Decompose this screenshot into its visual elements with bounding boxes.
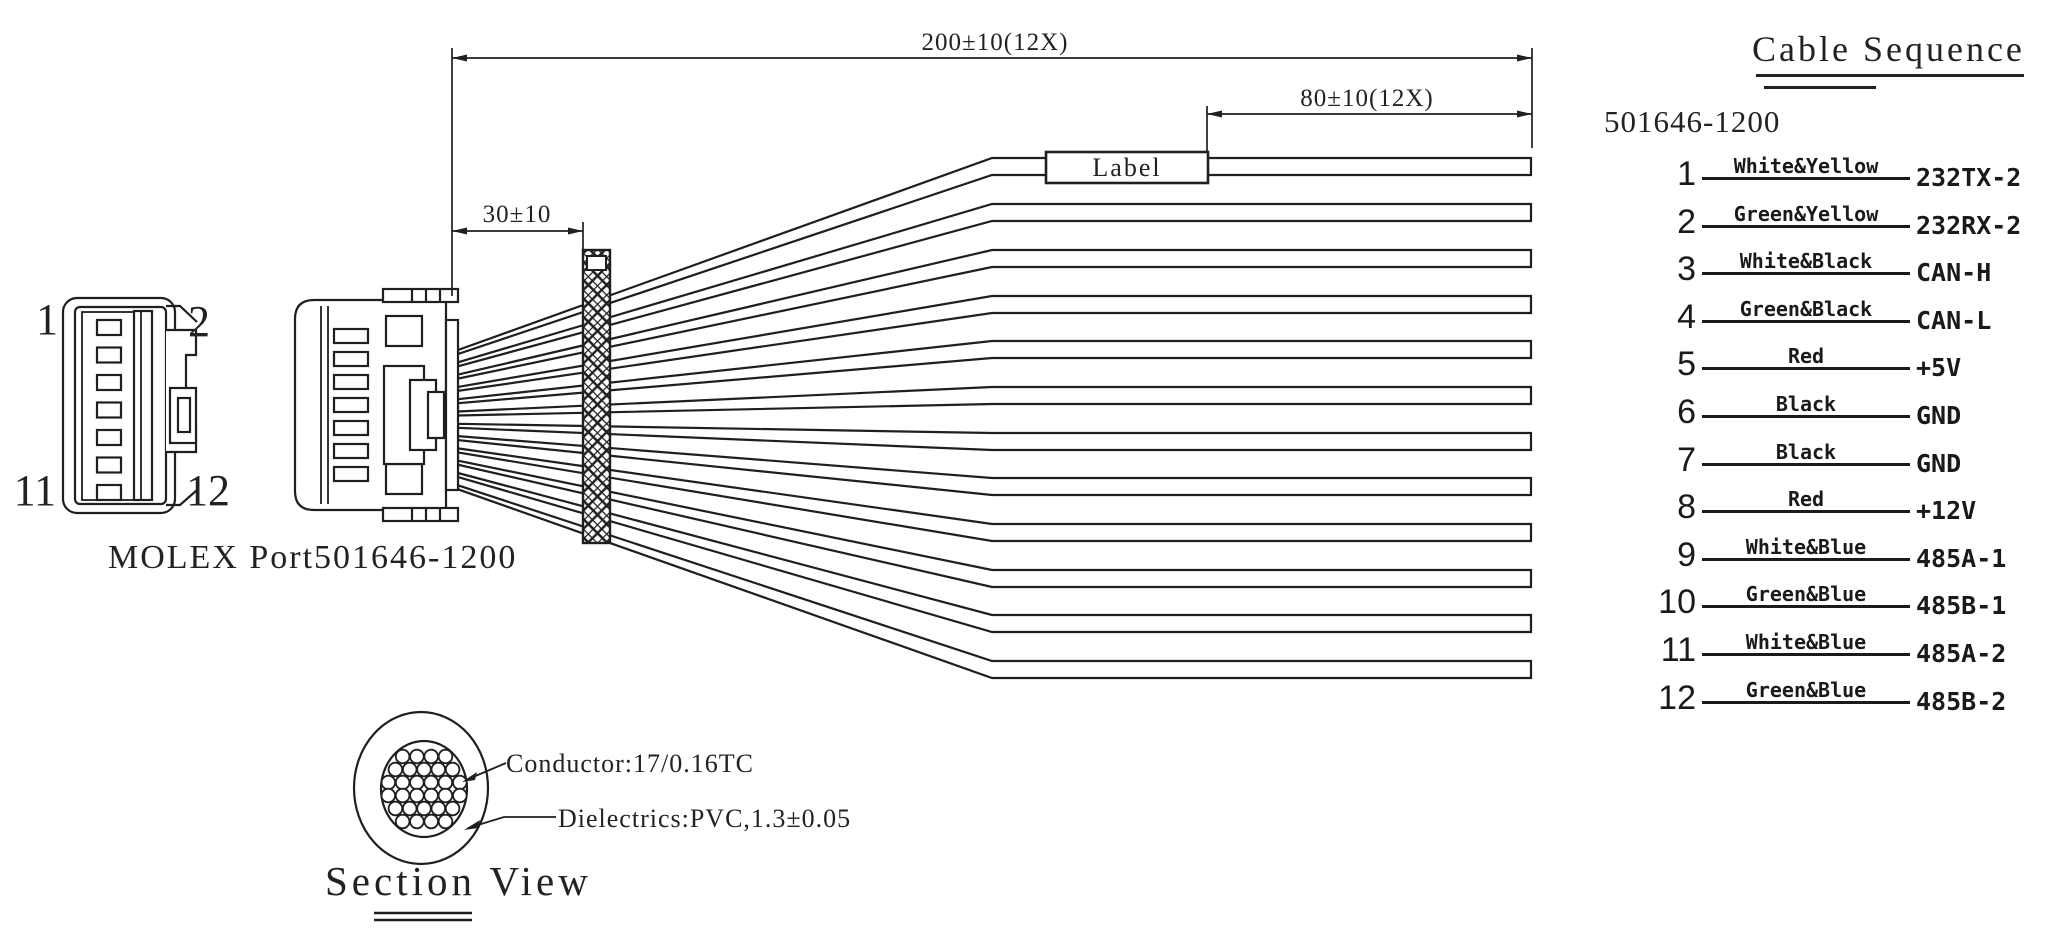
dimension-lines [451, 48, 1533, 296]
strand-circle [423, 813, 439, 830]
strand-circle [387, 761, 404, 778]
pin-label-2: 2 [188, 297, 210, 346]
strand-circle [380, 774, 397, 791]
strand-circle [416, 761, 432, 778]
strand-circle [437, 813, 454, 830]
strand-circle [394, 748, 411, 765]
wire-6 [456, 385, 1533, 417]
strand-circle [437, 748, 454, 765]
label-box-text: Label [1092, 153, 1161, 182]
connector-caption: MOLEX Port501646-1200 [108, 539, 517, 576]
strand-circle [409, 748, 425, 765]
strand-circle [402, 761, 418, 778]
strand-circle [437, 787, 454, 804]
conductor-note: Conductor:17/0.16TC [506, 749, 754, 778]
strand-circle [430, 800, 447, 817]
section-view-title: Section View [325, 858, 592, 904]
connector-front-view [61, 296, 198, 515]
pin-label-11: 11 [14, 466, 56, 515]
strand-circle [430, 761, 447, 778]
wire-fan [456, 156, 1533, 680]
strand-circle [394, 787, 411, 804]
strand-circle [402, 800, 418, 817]
strand-circle [423, 748, 439, 765]
section-view: Conductor:17/0.16TC Dielectrics:PVC,1.3±… [325, 710, 851, 922]
strand-circle [444, 761, 461, 778]
strand-circle [409, 787, 425, 804]
strand-circle [380, 787, 397, 804]
mesh-band [581, 248, 612, 545]
strand-circle [394, 774, 411, 791]
strand-circle [394, 813, 411, 830]
strand-circle [437, 774, 454, 791]
strand-circle [423, 787, 439, 804]
strand-circle [387, 800, 404, 817]
pin-label-12: 12 [186, 466, 230, 515]
strand-circle [416, 800, 432, 817]
strand-circle [444, 800, 461, 817]
wire-7 [456, 422, 1533, 452]
strand-circle [409, 774, 425, 791]
connector-side-view [293, 287, 460, 523]
strand-circle [452, 774, 468, 791]
strand-circle [409, 813, 425, 830]
strand-circle [423, 774, 439, 791]
pin-label-1: 1 [36, 295, 58, 344]
strand-circle [452, 787, 468, 804]
conductor-strands [380, 748, 468, 830]
dim-strip-text: 80±10(12X) [1300, 85, 1433, 112]
dielectric-note: Dielectrics:PVC,1.3±0.05 [558, 804, 851, 833]
dim-overall-text: 200±10(12X) [922, 29, 1069, 56]
label-box: Label [1044, 150, 1210, 185]
dim-tie-text: 30±10 [483, 201, 552, 228]
